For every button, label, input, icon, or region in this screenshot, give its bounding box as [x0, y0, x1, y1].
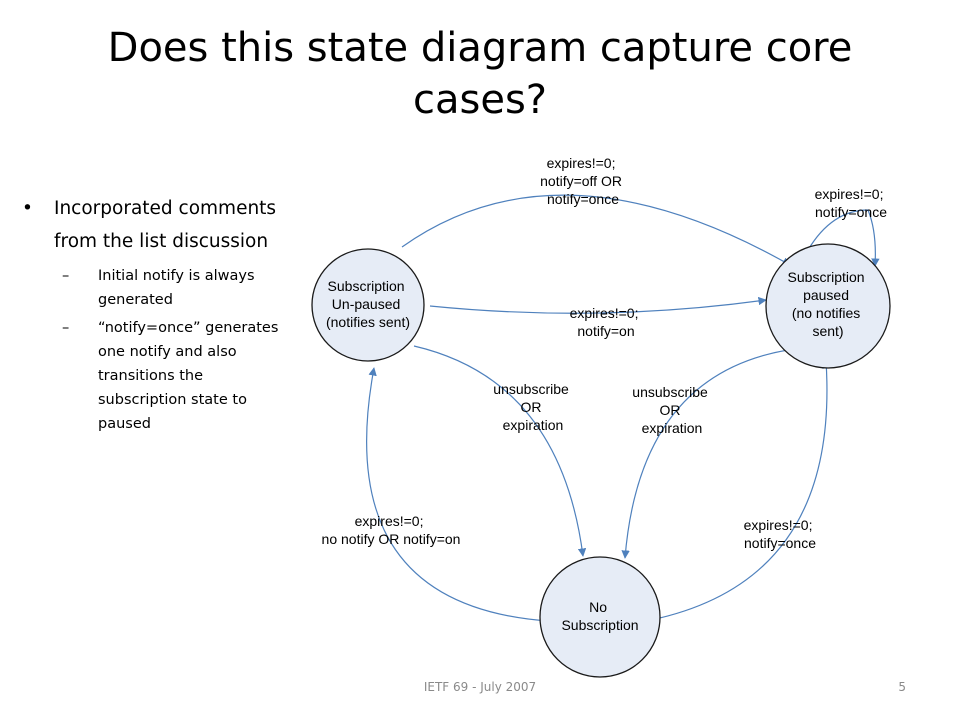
node-label-line: (notifies sent): [326, 314, 410, 330]
sub-bullet-item: – “notify=once” generates one notify and…: [20, 316, 290, 436]
sub-bullet-text: “notify=once” generates one notify and a…: [98, 320, 279, 432]
state-node-none: [539, 556, 661, 678]
edge-none-to-unpaused: [366, 367, 549, 622]
edge-label-line: expires!=0;: [815, 186, 884, 202]
edge-label-unpaused-to-none: unsubscribe OR expiration: [493, 381, 572, 433]
edges: [366, 194, 880, 622]
sub-bullet-text: Initial notify is always generated: [98, 268, 255, 308]
node-label-line: sent): [812, 323, 843, 339]
slide-title: Does this state diagram capture core cas…: [107, 25, 853, 123]
node-label-line: Subscription: [328, 278, 405, 294]
edge-label-line: no notify OR notify=on: [322, 531, 461, 547]
bullet-list: • Incorporated comments from the list di…: [20, 192, 290, 436]
edge-unpaused-to-none: [413, 345, 587, 557]
edge-label-line: unsubscribe: [632, 384, 708, 400]
edge-label-paused-to-none: unsubscribe OR expiration: [632, 384, 711, 436]
node-label-line: (no notifies: [792, 305, 860, 321]
state-node-unpaused: [311, 248, 425, 362]
edge-label-line: expiration: [503, 417, 564, 433]
edge-paused-to-none: [621, 349, 789, 559]
edge-label-top-arc: expires!=0; notify=off OR notify=once: [540, 155, 626, 207]
node-label-line: Un-paused: [332, 296, 401, 312]
nodes: [311, 243, 891, 678]
node-paused-text: Subscription paused (no notifies sent): [788, 269, 869, 339]
edge-label-none-to-unpaused: expires!=0; no notify OR notify=on: [322, 513, 461, 547]
edge-label-line: expires!=0;: [355, 513, 424, 529]
edge-label-self-loop: expires!=0; notify=once: [815, 186, 888, 220]
edge-top-arc: [401, 194, 791, 266]
footer-text: IETF 69 - July 2007: [423, 680, 537, 694]
edge-label-line: notify=off OR: [540, 173, 622, 189]
edge-label-line: expires!=0;: [547, 155, 616, 171]
edge-label-line: expires!=0;: [744, 517, 813, 533]
state-node-paused: [765, 243, 891, 369]
edge-label-line: notify=once: [547, 191, 619, 207]
node-label-line: Subscription: [788, 269, 865, 285]
node-none-text: No Subscription: [561, 599, 638, 633]
dash-icon: –: [62, 268, 70, 284]
page-number: 5: [898, 680, 906, 694]
edge-label-line: expires!=0;: [570, 305, 639, 321]
node-label-line: No: [589, 599, 607, 615]
edge-label-none-to-paused: expires!=0; notify=once: [744, 517, 817, 551]
edge-middle: [429, 296, 767, 314]
edge-label-line: expiration: [642, 420, 703, 436]
dash-icon: –: [62, 320, 70, 336]
sub-bullet-item: – Initial notify is always generated: [20, 264, 290, 312]
edge-label-line: notify=on: [577, 323, 634, 339]
edge-label-line: OR: [521, 399, 542, 415]
node-label-line: paused: [803, 287, 849, 303]
edge-label-line: unsubscribe: [493, 381, 569, 397]
edge-none-to-paused: [650, 360, 831, 621]
edge-label-line: notify=once: [744, 535, 816, 551]
edge-self-loop: [807, 209, 880, 267]
edge-label-line: notify=once: [815, 204, 887, 220]
bullet-item: • Incorporated comments from the list di…: [20, 192, 290, 258]
bullet-dot-icon: •: [22, 198, 33, 219]
edge-label-middle: expires!=0; notify=on: [570, 305, 643, 339]
bullet-text: Incorporated comments from the list disc…: [54, 198, 277, 252]
node-label-line: Subscription: [561, 617, 638, 633]
edge-label-line: OR: [660, 402, 681, 418]
node-unpaused-text: Subscription Un-paused (notifies sent): [326, 278, 410, 330]
